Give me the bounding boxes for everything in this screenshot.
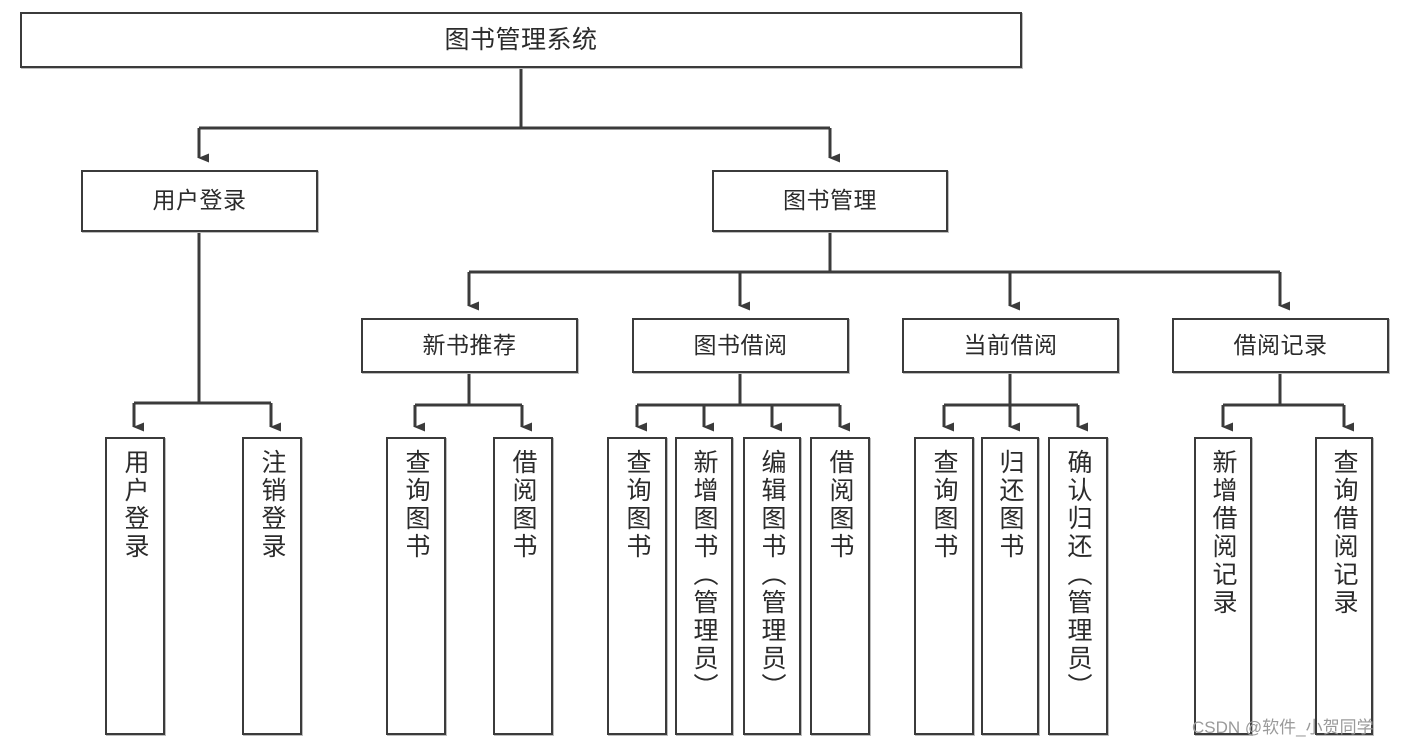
node-label: 借阅记录	[1233, 331, 1328, 358]
leaf-current-borrow-return[interactable]: 归还图书	[981, 437, 1039, 735]
node-label: 借阅图书	[826, 449, 854, 561]
node-book-borrow[interactable]: 图书借阅	[632, 318, 849, 373]
leaf-current-borrow-query[interactable]: 查询图书	[914, 437, 974, 735]
leaf-book-borrow-query[interactable]: 查询图书	[607, 437, 667, 735]
node-label: 新增图书（管理员）	[690, 449, 718, 701]
node-label: 用户登录	[152, 187, 247, 214]
node-label: 图书管理	[783, 187, 877, 214]
node-label: 新增借阅记录	[1209, 449, 1237, 617]
leaf-book-borrow-add[interactable]: 新增图书（管理员）	[675, 437, 733, 735]
node-label: 确认归还（管理员）	[1064, 449, 1092, 701]
leaf-borrow-record-add[interactable]: 新增借阅记录	[1194, 437, 1252, 735]
node-label: 图书管理系统	[444, 26, 598, 54]
node-label: 归还图书	[996, 449, 1024, 561]
leaf-current-borrow-confirm-return[interactable]: 确认归还（管理员）	[1048, 437, 1108, 735]
leaf-new-book-query[interactable]: 查询图书	[386, 437, 446, 735]
csdn-watermark: CSDN @软件_小贺同学	[1192, 718, 1374, 737]
node-label: 图书借阅	[693, 331, 788, 358]
node-new-book-recommend[interactable]: 新书推荐	[361, 318, 578, 373]
node-borrow-record[interactable]: 借阅记录	[1172, 318, 1389, 373]
leaf-book-borrow-edit[interactable]: 编辑图书（管理员）	[743, 437, 801, 735]
node-label: 新书推荐	[422, 331, 517, 358]
node-label: 借阅图书	[509, 449, 537, 561]
node-label: 注销登录	[258, 449, 286, 561]
node-label: 当前借阅	[963, 331, 1058, 358]
leaf-new-book-borrow[interactable]: 借阅图书	[493, 437, 553, 735]
leaf-user-login-login[interactable]: 用户登录	[105, 437, 165, 735]
leaf-borrow-record-query[interactable]: 查询借阅记录	[1315, 437, 1373, 735]
node-book-management[interactable]: 图书管理	[712, 170, 948, 232]
node-user-login[interactable]: 用户登录	[81, 170, 318, 232]
node-label: 查询图书	[930, 449, 958, 561]
node-current-borrow[interactable]: 当前借阅	[902, 318, 1119, 373]
node-label: 用户登录	[121, 449, 149, 561]
node-label: 查询图书	[402, 449, 430, 561]
node-label: 查询借阅记录	[1330, 449, 1358, 617]
leaf-user-login-logout[interactable]: 注销登录	[242, 437, 302, 735]
node-label: 编辑图书（管理员）	[758, 449, 786, 701]
node-root-system[interactable]: 图书管理系统	[20, 12, 1022, 68]
leaf-book-borrow-borrow[interactable]: 借阅图书	[810, 437, 870, 735]
node-label: 查询图书	[623, 449, 651, 561]
